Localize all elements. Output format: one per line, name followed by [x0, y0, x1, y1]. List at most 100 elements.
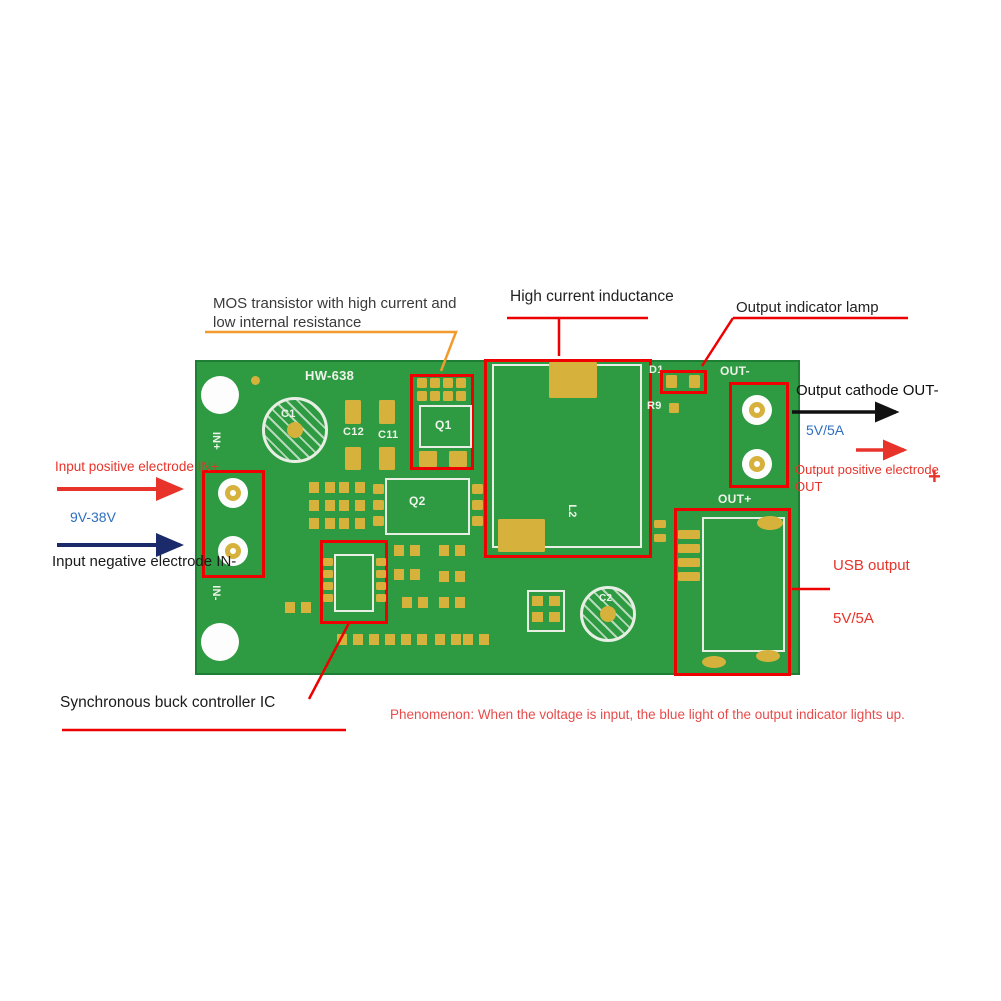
ic-pad	[323, 594, 333, 602]
mos-transistor-label-line1: MOS transistor with high current and	[213, 295, 457, 312]
silkscreen-out-plus: OUT+	[718, 492, 752, 506]
input-terminal-highlight-box	[202, 470, 265, 578]
usb-connector-outline	[702, 517, 785, 652]
silkscreen-in-minus: IN-	[210, 585, 222, 601]
phenomenon-note: Phenomenon: When the voltage is input, t…	[390, 707, 905, 722]
c11-pad-bottom	[379, 447, 395, 470]
passive-component	[463, 634, 489, 645]
controller-ic-label: Synchronous buck controller IC	[60, 694, 276, 711]
passive-component	[401, 634, 427, 645]
controller-ic-highlight-box	[320, 540, 388, 624]
q1-pad	[456, 378, 466, 388]
capacitor-c1-pad	[287, 422, 303, 438]
passive-component	[309, 518, 335, 529]
silkscreen-c12: C12	[343, 426, 365, 438]
c11-pad-top	[379, 400, 395, 424]
passive-component	[439, 571, 465, 582]
in-terminal-drill	[230, 490, 236, 496]
mounting-hole-top-left	[201, 376, 239, 414]
output-cathode-label: Output cathode OUT-	[796, 382, 939, 399]
passive-component	[435, 634, 461, 645]
indicator-lamp-label: Output indicator lamp	[736, 299, 879, 316]
ic-pad	[323, 582, 333, 590]
q1-pad	[430, 378, 440, 388]
passive-pad	[654, 534, 666, 542]
q2-pad	[472, 500, 483, 510]
out-terminal-drill	[754, 461, 760, 467]
input-negative-label: Input negative electrode IN-	[52, 553, 237, 570]
q2-pad	[373, 500, 384, 510]
usb-mount-pad	[757, 516, 783, 530]
silkscreen-d1: D1	[649, 364, 664, 376]
board-model-label: HW-638	[305, 368, 355, 383]
mos-transistor-highlight-box	[410, 374, 474, 470]
q1-pad	[417, 391, 427, 401]
output-rating-label: 5V/5A	[806, 422, 845, 438]
q1-pad	[456, 391, 466, 401]
passive-component	[402, 597, 428, 608]
d1-pad	[689, 375, 700, 388]
inductance-label: High current inductance	[510, 288, 674, 305]
output-positive-label-line2: OUT	[795, 479, 823, 494]
output-positive-label: Output positive electrode OUT	[795, 461, 939, 495]
q1-pad	[443, 391, 453, 401]
c12-pad-top	[345, 400, 361, 424]
passive-component	[549, 596, 560, 622]
inductor-highlight-box	[484, 359, 652, 558]
passive-component	[309, 500, 335, 511]
indicator-lamp-highlight-box	[660, 370, 707, 394]
passive-component	[309, 482, 335, 493]
c12-pad-bottom	[345, 447, 361, 470]
q2-body-outline	[385, 478, 470, 535]
q2-pad	[373, 484, 384, 494]
ic-pad	[323, 558, 333, 566]
passive-pad	[654, 520, 666, 528]
silkscreen-r9: R9	[647, 400, 662, 412]
in-terminal-drill	[230, 548, 236, 554]
ic-pad	[376, 558, 386, 566]
passive-component	[532, 596, 543, 622]
usb-pin-pad	[678, 530, 700, 539]
mos-transistor-label: MOS transistor with high current and low…	[213, 294, 456, 332]
passive-component	[394, 569, 420, 580]
silkscreen-q1: Q1	[435, 418, 452, 432]
capacitor-c2-pad	[600, 606, 616, 622]
usb-output-label: USB output	[833, 557, 910, 574]
capacitor-c1-footprint	[262, 397, 328, 463]
q1-pad	[419, 451, 437, 467]
ic-pad	[376, 582, 386, 590]
passive-component	[369, 634, 395, 645]
output-positive-label-line1: Output positive electrode	[795, 462, 939, 477]
q1-pad	[417, 378, 427, 388]
silkscreen-c1: C1	[281, 408, 296, 420]
usb-pin-pad	[678, 572, 700, 581]
silkscreen-in-plus: IN+	[210, 431, 222, 451]
d1-pad	[666, 375, 677, 388]
usb-pin-pad	[678, 558, 700, 567]
pcb-board: HW-638 C1 C12 C11 Q1 Q2	[195, 359, 800, 676]
controller-ic-outline	[334, 554, 374, 612]
q1-pad	[430, 391, 440, 401]
via-pad	[251, 376, 260, 385]
usb-rating-label: 5V/5A	[833, 610, 874, 627]
usb-mount-pad	[756, 650, 780, 662]
silkscreen-c11: C11	[378, 429, 399, 441]
inductor-pad-top	[549, 362, 597, 398]
usb-output-highlight-box	[674, 508, 791, 676]
inductor-pad-bottom	[498, 519, 545, 552]
silkscreen-l2: L2	[566, 504, 578, 518]
passive-component	[339, 482, 365, 493]
output-terminal-highlight-box	[729, 382, 789, 488]
passive-component	[439, 597, 465, 608]
passive-group-outline	[527, 590, 565, 632]
passive-component	[337, 634, 363, 645]
q1-pad	[443, 378, 453, 388]
silkscreen-c2: C2	[599, 593, 613, 604]
mounting-hole-bottom-left	[201, 623, 239, 661]
q1-pad	[449, 451, 467, 467]
input-positive-label: Input positive electrode IN+	[55, 459, 219, 474]
silkscreen-q2: Q2	[409, 494, 426, 508]
silkscreen-out-minus: OUT-	[720, 364, 750, 378]
passive-component	[285, 602, 311, 613]
